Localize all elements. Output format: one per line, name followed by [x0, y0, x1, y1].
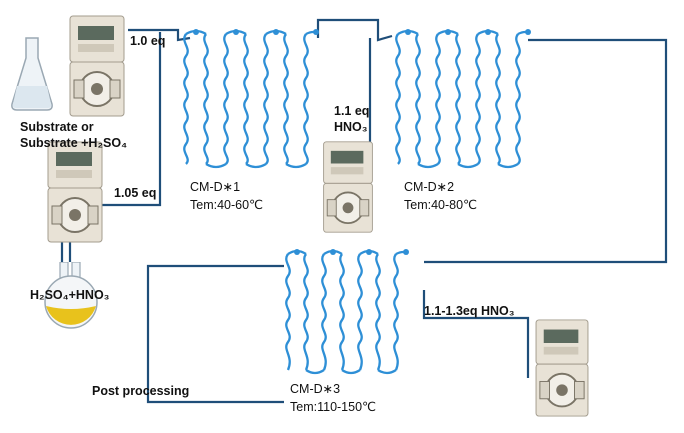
reactor-1-temp: Tem:40-60℃ — [190, 198, 264, 212]
acid-flask-icon — [44, 262, 98, 329]
pump-1-icon — [69, 15, 125, 117]
pump-3-icon — [323, 141, 373, 233]
substrate-flask-icon — [11, 37, 53, 111]
reactor-3-name: CM-D∗3 — [290, 382, 341, 396]
label-eq2: 1.05 eq — [114, 186, 157, 200]
tube-pump4-to-cmd3 — [422, 290, 530, 378]
label-acid-mix: H₂SO₄+HNO₃ — [30, 288, 110, 302]
reactor-cmd3 — [285, 249, 409, 375]
label-substrate-line2: Substrate +H₂SO₄ — [20, 136, 128, 150]
tube-cmd3-to-post — [146, 264, 284, 404]
pump-2-icon — [47, 141, 103, 243]
label-post-processing: Post processing — [92, 384, 190, 398]
label-eq1: 1.0 eq — [130, 34, 166, 48]
reactor-cmd1 — [183, 29, 319, 169]
reactor-1-name: CM-D∗1 — [190, 180, 241, 194]
label-substrate-line1: Substrate or — [20, 120, 94, 134]
tube-cmd2-to-cmd3 — [424, 38, 668, 264]
reactor-3-temp: Tem:110-150℃ — [290, 400, 377, 414]
label-eq3-line1: 1.1 eq — [334, 104, 370, 118]
reactor-2-name: CM-D∗2 — [404, 180, 455, 194]
tube-pump2-to-cmd1 — [100, 32, 162, 207]
reactor-cmd2 — [395, 29, 531, 169]
tube-cmd1-to-cmd2 — [316, 18, 393, 42]
label-eq4: 1.1-1.3eq HNO₃ — [424, 304, 515, 318]
reactor-2-temp: Tem:40-80℃ — [404, 198, 478, 212]
pump-4-icon — [535, 319, 589, 417]
tube-pump1-to-cmd1 — [128, 28, 191, 42]
label-eq3-line2: HNO₃ — [334, 120, 368, 134]
